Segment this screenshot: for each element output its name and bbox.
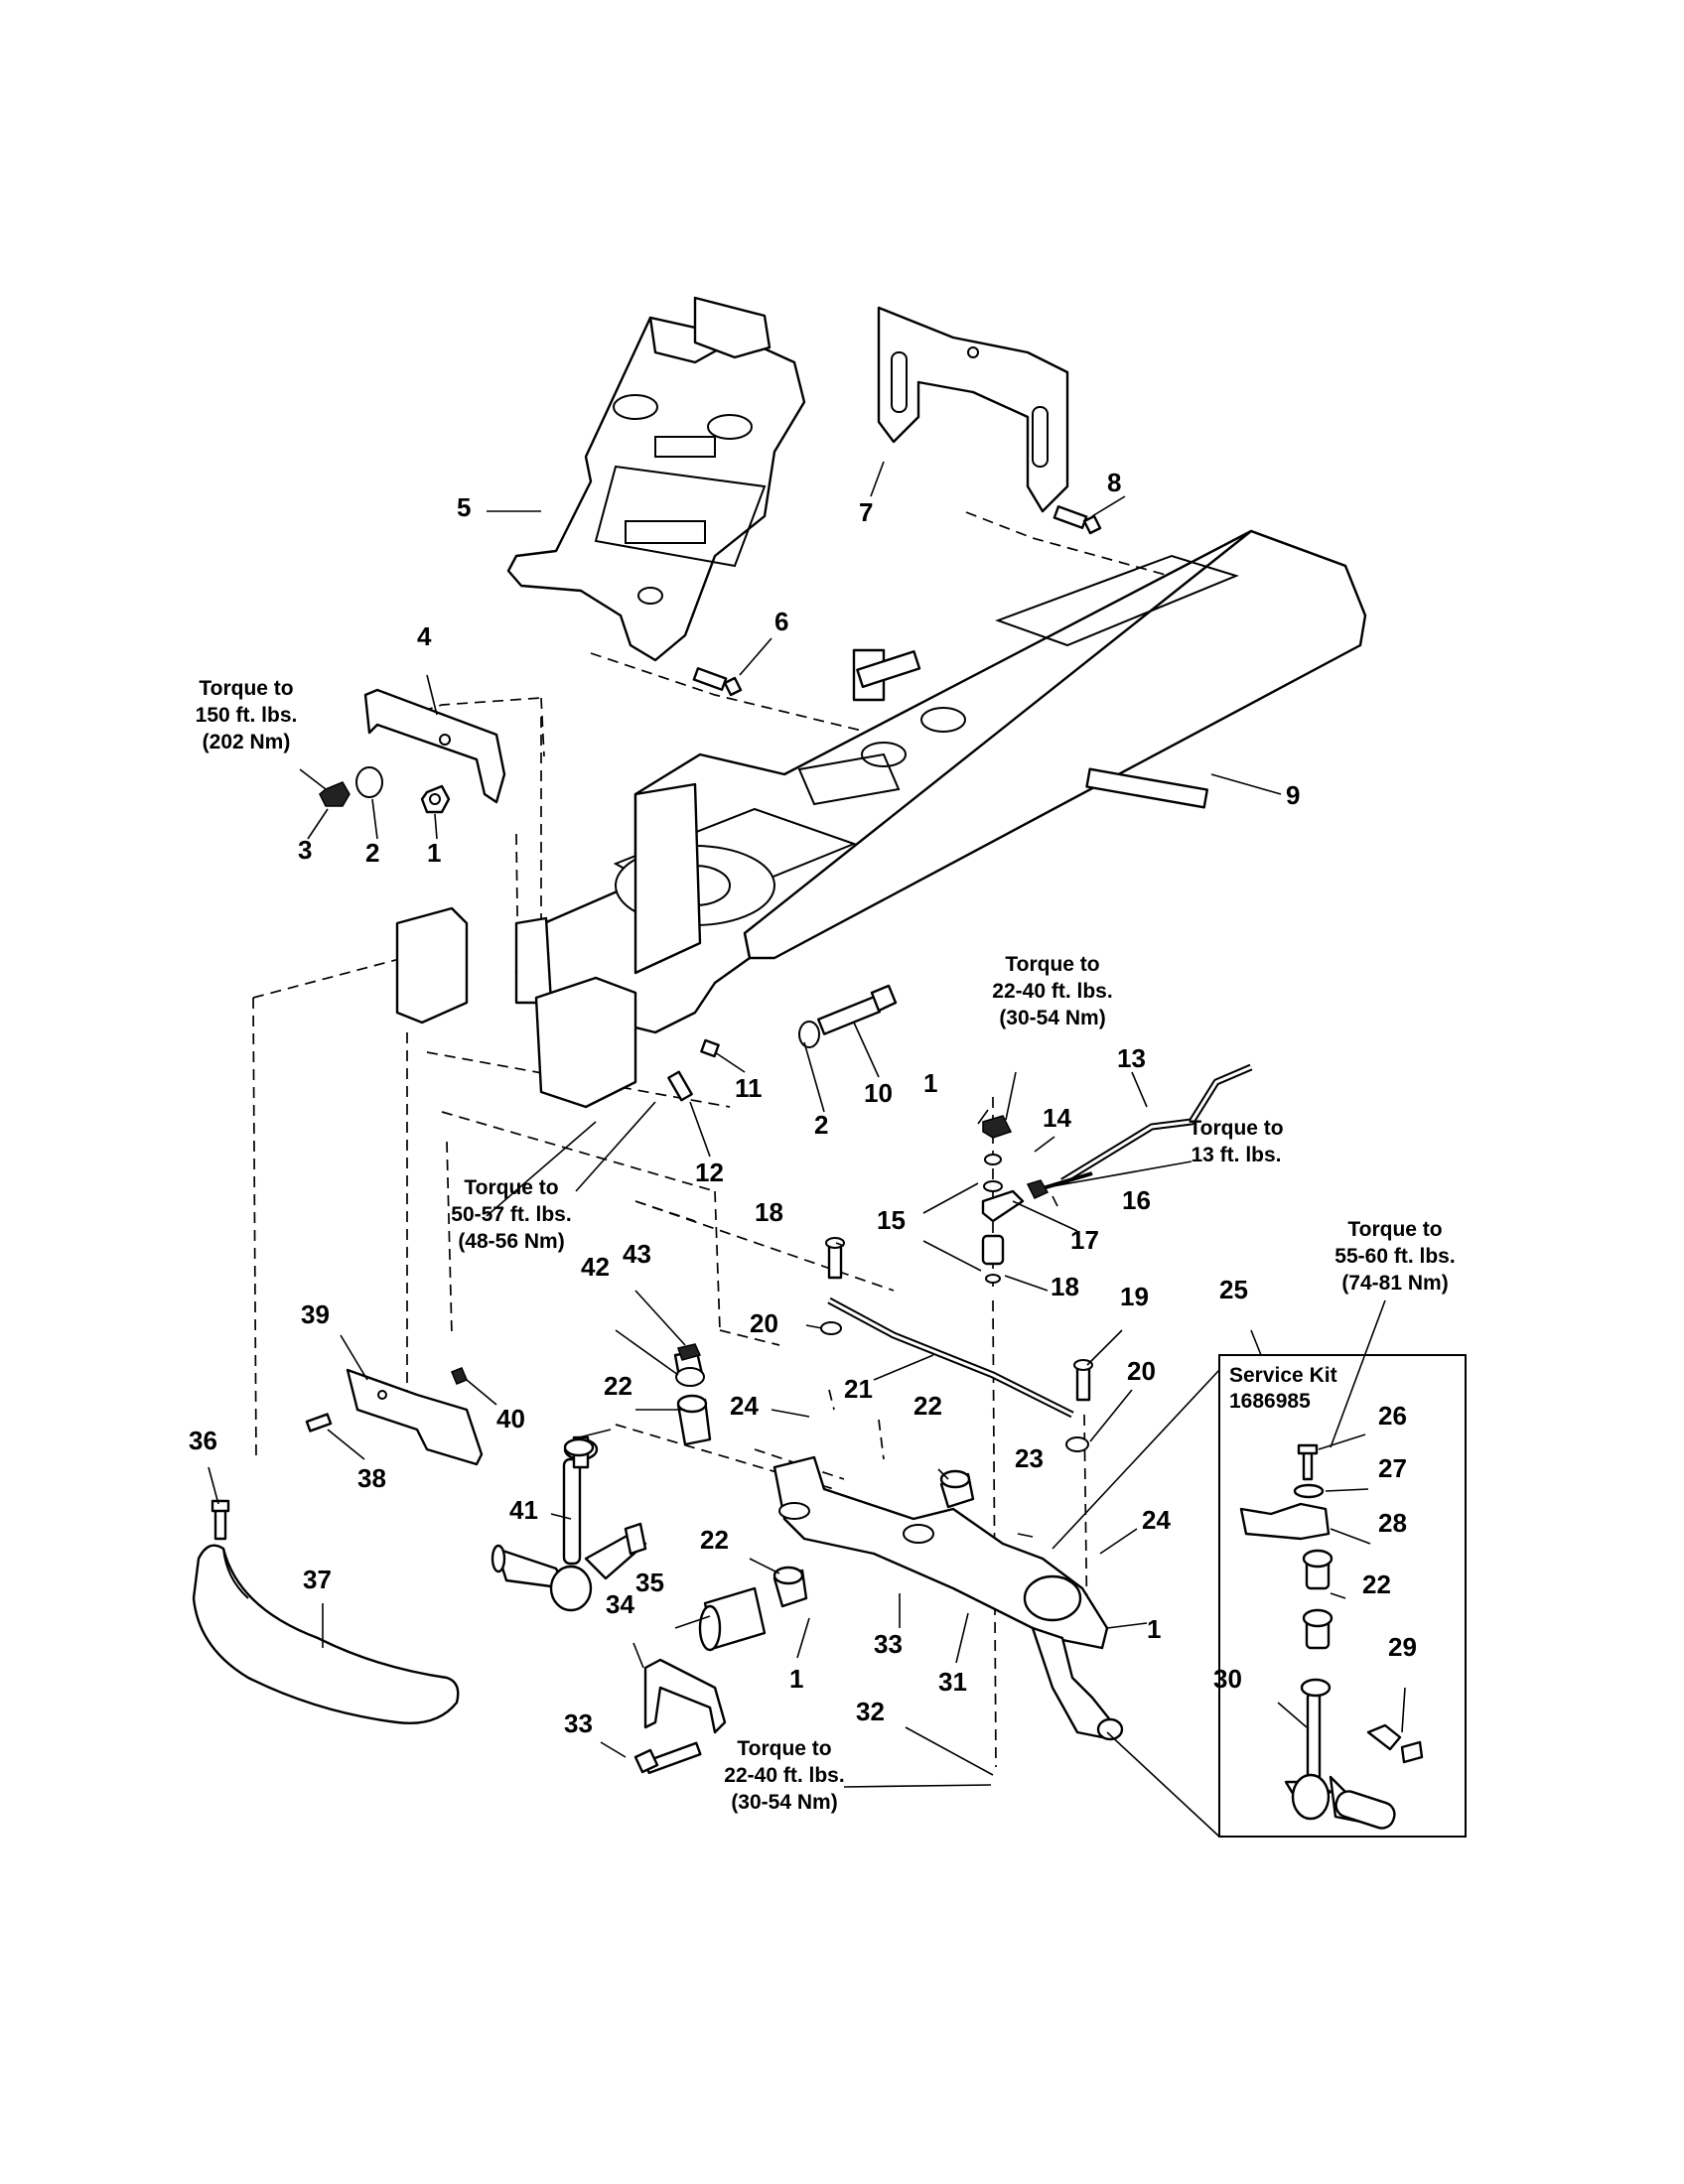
svg-text:150 ft. lbs.: 150 ft. lbs.: [196, 704, 298, 727]
part-37-front-bumper: [192, 1499, 460, 1724]
part-21-tie-rod: [820, 1237, 1093, 1452]
svg-text:Torque to: Torque to: [737, 1737, 831, 1760]
callout-2: 2: [365, 838, 379, 868]
part-39-bumper-bracket: [305, 1367, 484, 1466]
part-31-front-axle: [772, 1455, 1124, 1741]
callout-5: 5: [457, 492, 471, 522]
part-34-axle-bracket: [633, 1658, 727, 1775]
callout-17: 17: [1070, 1225, 1099, 1255]
callout-18: 18: [755, 1197, 783, 1227]
callout-43: 43: [623, 1239, 651, 1269]
callout-11: 11: [735, 1073, 763, 1103]
svg-text:Torque to: Torque to: [199, 677, 293, 700]
callout-20: 20: [1127, 1356, 1156, 1386]
callout-2: 2: [814, 1110, 828, 1140]
torque-note-22-40-lower: Torque to 22-40 ft. lbs. (30-54 Nm): [724, 1737, 844, 1814]
callout-labels: 1 1 1 1 2 2 3 4 5 6 7 8 9 10 11 12 13 14…: [189, 468, 1417, 1738]
hardware-upper-left: [319, 766, 451, 814]
callout-1: 1: [789, 1664, 803, 1694]
svg-text:Torque to: Torque to: [1189, 1117, 1283, 1140]
callout-23: 23: [1015, 1443, 1044, 1473]
callout-16: 16: [1122, 1185, 1151, 1215]
callout-6: 6: [774, 607, 788, 636]
callout-7: 7: [859, 497, 873, 527]
torque-note-55-60: Torque to 55-60 ft. lbs. (74-81 Nm): [1334, 1218, 1455, 1295]
callout-22: 22: [700, 1525, 729, 1555]
callout-13: 13: [1117, 1043, 1146, 1073]
callout-10: 10: [864, 1078, 893, 1108]
callout-19: 19: [1120, 1282, 1149, 1311]
callout-1: 1: [427, 838, 441, 868]
torque-note-50-57: Torque to 50-57 ft. lbs. (48-56 Nm): [451, 1176, 571, 1253]
svg-text:(48-56 Nm): (48-56 Nm): [458, 1230, 564, 1253]
callout-40: 40: [496, 1404, 525, 1433]
svg-text:22-40 ft. lbs.: 22-40 ft. lbs.: [724, 1764, 844, 1787]
svg-text:Torque to: Torque to: [1347, 1218, 1442, 1241]
service-kit-label: Service Kit 1686985: [1229, 1364, 1337, 1413]
bushings-washers: [563, 1343, 975, 1652]
drag-link-assembly: [981, 1063, 1253, 1284]
callout-20: 20: [750, 1308, 778, 1338]
callout-34: 34: [606, 1589, 634, 1619]
callout-3: 3: [298, 835, 312, 865]
callout-12: 12: [695, 1158, 724, 1187]
callout-31: 31: [938, 1667, 967, 1697]
callout-21: 21: [844, 1374, 873, 1404]
torque-note-150: Torque to 150 ft. lbs. (202 Nm): [196, 677, 298, 753]
callout-33: 33: [564, 1708, 593, 1738]
svg-text:(30-54 Nm): (30-54 Nm): [999, 1007, 1105, 1029]
callout-22: 22: [913, 1391, 942, 1421]
callout-30: 30: [1213, 1664, 1242, 1694]
callout-36: 36: [189, 1426, 217, 1455]
callout-18: 18: [1051, 1272, 1079, 1301]
svg-text:(202 Nm): (202 Nm): [203, 731, 291, 753]
bolts-6-8: [692, 505, 1102, 697]
callout-25: 25: [1219, 1275, 1248, 1304]
svg-text:Torque to: Torque to: [464, 1176, 558, 1199]
callout-42: 42: [581, 1252, 610, 1282]
callout-15: 15: [877, 1205, 906, 1235]
callout-32: 32: [856, 1697, 885, 1726]
callout-14: 14: [1043, 1103, 1071, 1133]
callout-41: 41: [509, 1495, 538, 1525]
callout-39: 39: [301, 1299, 330, 1329]
svg-text:(30-54 Nm): (30-54 Nm): [731, 1791, 837, 1814]
service-kit-number: 1686985: [1229, 1390, 1311, 1413]
svg-text:(74-81 Nm): (74-81 Nm): [1341, 1272, 1448, 1295]
front-bracket-hardware: [395, 906, 898, 1109]
callout-22: 22: [1362, 1570, 1391, 1599]
torque-note-22-40-upper: Torque to 22-40 ft. lbs. (30-54 Nm): [992, 953, 1112, 1029]
callout-33: 33: [874, 1629, 903, 1659]
leader-lines: [208, 461, 1406, 1838]
svg-text:22-40 ft. lbs.: 22-40 ft. lbs.: [992, 980, 1112, 1003]
callout-22: 22: [604, 1371, 632, 1401]
part-5-dash-panel: [506, 296, 806, 662]
svg-text:55-60 ft. lbs.: 55-60 ft. lbs.: [1334, 1245, 1455, 1268]
callout-1: 1: [923, 1068, 937, 1098]
service-kit-box: [1218, 1354, 1467, 1838]
callout-24: 24: [730, 1391, 759, 1421]
callout-1: 1: [1147, 1614, 1161, 1644]
part-7-rear-bracket: [877, 306, 1069, 513]
callout-38: 38: [357, 1463, 386, 1493]
callout-35: 35: [635, 1568, 664, 1597]
callout-37: 37: [303, 1565, 332, 1594]
callout-8: 8: [1107, 468, 1121, 497]
callout-24: 24: [1142, 1505, 1171, 1535]
torque-note-13: Torque to 13 ft. lbs.: [1189, 1117, 1283, 1166]
callout-27: 27: [1378, 1453, 1407, 1483]
callout-26: 26: [1378, 1401, 1407, 1431]
callout-29: 29: [1388, 1632, 1417, 1662]
callout-28: 28: [1378, 1508, 1407, 1538]
svg-text:50-57 ft. lbs.: 50-57 ft. lbs.: [451, 1203, 571, 1226]
part-9-main-frame: [514, 529, 1367, 1034]
callout-4: 4: [417, 621, 432, 651]
svg-text:Torque to: Torque to: [1005, 953, 1099, 976]
svg-text:13 ft. lbs.: 13 ft. lbs.: [1191, 1144, 1281, 1166]
service-kit-title: Service Kit: [1229, 1364, 1337, 1387]
callout-9: 9: [1286, 780, 1300, 810]
